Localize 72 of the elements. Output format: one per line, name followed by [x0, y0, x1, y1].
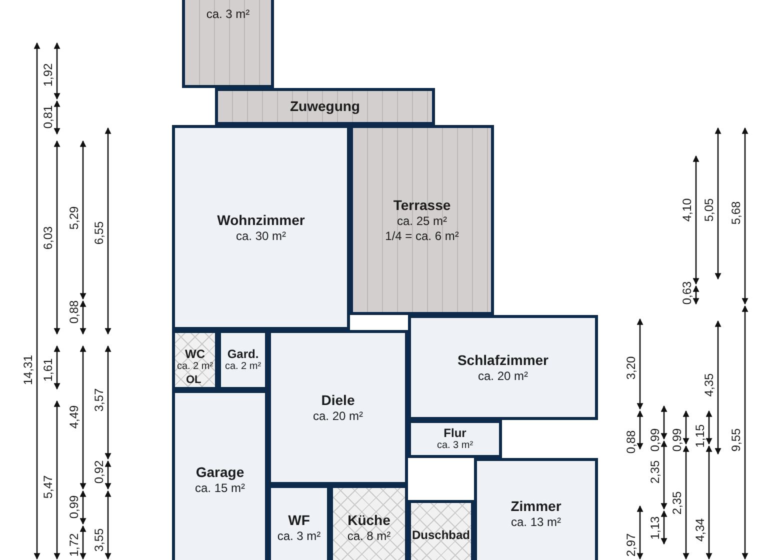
room-name: Zuwegung: [290, 98, 360, 115]
dimension-label: 2,35: [670, 491, 684, 515]
room-note: 1/4 = ca. 6 m²: [385, 228, 459, 244]
room-name: WF: [288, 512, 310, 528]
dimension-label: 5,05: [702, 198, 716, 222]
room-name: Garage: [196, 464, 244, 481]
dimension-label: 1,13: [648, 516, 662, 540]
room-area: ca. 30 m²: [236, 228, 286, 244]
room: [182, 0, 274, 88]
room-name: Flur: [444, 426, 466, 440]
dimension-label: 5,47: [41, 475, 55, 499]
dimension-label: 4,35: [702, 373, 716, 397]
room-area: ca. 20 m²: [478, 368, 528, 384]
dimension-label: 4,34: [693, 518, 707, 542]
dimension-label: 2,97: [624, 533, 638, 557]
room-name: Küche: [348, 512, 390, 528]
room-label: OL: [186, 374, 202, 386]
dimension-label: 1,72: [67, 533, 81, 557]
dimension-label: 4,49: [67, 405, 81, 429]
room: [330, 485, 408, 560]
dimension-label: 0,63: [680, 281, 694, 305]
dimension-label: 1,15: [693, 424, 707, 448]
dimension-label: 14,31: [21, 354, 35, 386]
room-area: ca. 2 m²: [176, 360, 214, 372]
room-area: ca. 2 m²: [224, 360, 262, 372]
room: [350, 125, 494, 315]
room-area: ca. 3 m²: [277, 528, 321, 544]
room: [172, 330, 218, 390]
room-area: ca. 15 m²: [194, 481, 245, 496]
room-name: WC: [185, 348, 205, 360]
room-name: Schlafzimmer: [457, 352, 549, 368]
room: [408, 420, 502, 458]
dimension-label: 0,81: [41, 105, 55, 129]
dimension-label: 0,99: [670, 428, 684, 452]
dimension-label: 2,35: [648, 460, 662, 484]
room-name: Duschbad: [412, 528, 470, 542]
dimension-label: 5,68: [729, 201, 743, 225]
room-name: Zimmer: [510, 498, 562, 515]
dimension-label: 1,61: [41, 358, 55, 382]
dimension-label: 4,10: [680, 198, 694, 222]
room-area: ca. 3 m²: [436, 440, 474, 452]
dimension-label: 5,29: [67, 206, 81, 230]
dimension-label: 9,55: [729, 428, 743, 452]
room: [215, 88, 435, 125]
dimension-label: 3,55: [92, 528, 106, 552]
room: [408, 500, 474, 560]
dimension-label: 0,88: [624, 430, 638, 454]
room: [474, 458, 598, 560]
room: [268, 485, 330, 560]
dimension-label: 0,99: [67, 495, 81, 519]
dimension-label: 6,03: [41, 226, 55, 250]
room-name: Gard.: [227, 348, 259, 360]
room: [172, 390, 268, 560]
dimension-label: 0,99: [648, 428, 662, 452]
dimension-label: 0,92: [92, 460, 106, 484]
room: [172, 125, 350, 330]
room: [218, 330, 268, 390]
room: [268, 330, 408, 485]
room-area: ca. 25 m²: [396, 214, 447, 228]
room-name: Wohnzimmer: [217, 212, 305, 228]
room-name: Diele: [321, 392, 355, 408]
dimension-label: 3,57: [92, 388, 106, 412]
room-name: Terrasse: [393, 196, 451, 214]
room-area: ca. 20 m²: [312, 408, 363, 424]
dimension-label: 0,88: [67, 300, 81, 324]
room-area: ca. 3 m²: [206, 7, 250, 22]
dimension-label: 6,55: [92, 221, 106, 245]
room-area: ca. 13 m²: [510, 515, 561, 530]
room: [408, 315, 598, 420]
dimension-label: 1,92: [41, 63, 55, 87]
room-area: ca. 8 m²: [347, 528, 391, 544]
dimension-label: 3,20: [624, 356, 638, 380]
